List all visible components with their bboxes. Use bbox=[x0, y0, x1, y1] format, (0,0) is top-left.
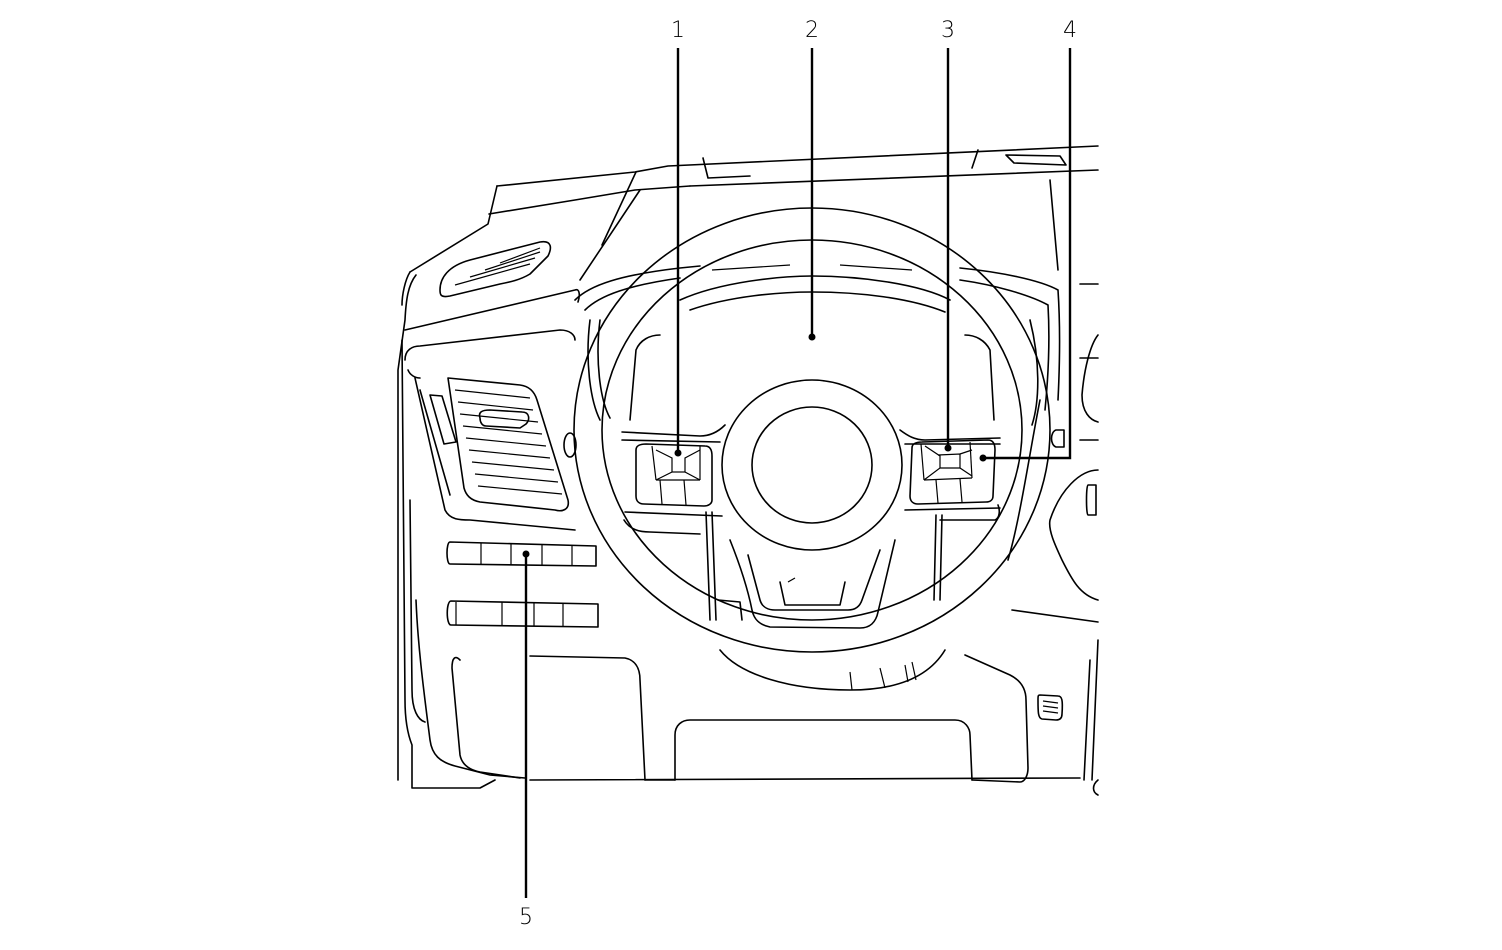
steering-wheel bbox=[573, 207, 1051, 691]
callout-5-label: 5 bbox=[519, 905, 533, 930]
callout-leaders bbox=[522, 48, 1072, 898]
callout-4-dot bbox=[979, 454, 987, 462]
right-switch-cluster bbox=[909, 439, 996, 505]
callout-2-label: 2 bbox=[805, 18, 819, 43]
left-upper-vent bbox=[439, 240, 552, 298]
left-switch-cluster bbox=[635, 443, 713, 507]
callout-3-label: 3 bbox=[941, 18, 955, 43]
center-console bbox=[1007, 283, 1099, 623]
lower-switch-panel bbox=[446, 541, 676, 781]
callout-3-dot bbox=[944, 444, 952, 452]
callout-4-leader bbox=[983, 48, 1072, 460]
callout-2-dot bbox=[808, 333, 816, 341]
callout-4-label: 4 bbox=[1063, 18, 1077, 43]
callout-5-dot bbox=[522, 550, 530, 558]
callout-1-label: 1 bbox=[671, 18, 685, 43]
instrument-cluster bbox=[679, 264, 951, 313]
lower-dashboard bbox=[529, 639, 1099, 796]
callout-1-dot bbox=[674, 449, 682, 457]
upper-dashboard bbox=[409, 145, 1099, 281]
left-panel bbox=[397, 271, 581, 789]
